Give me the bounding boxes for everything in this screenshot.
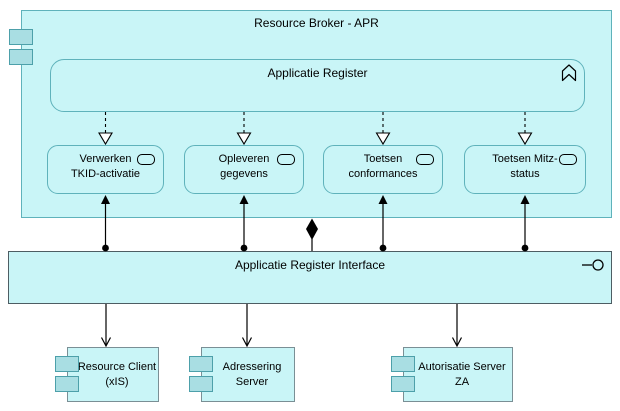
composition-connector[interactable] <box>306 218 318 252</box>
service-verwerken-tkid-activatie[interactable]: Verwerken TKID-activatie <box>47 145 164 194</box>
service-label: Opleveren gegevens <box>218 153 270 180</box>
flow-connector-1[interactable] <box>100 304 112 348</box>
resource-broker-title: Resource Broker - APR <box>254 16 379 30</box>
component-icon-port <box>391 356 415 372</box>
component-label: Autorisatie Server ZA <box>418 360 506 388</box>
assignment-connector-1[interactable] <box>101 195 110 252</box>
component-icon-port <box>55 356 79 372</box>
applicatie-register-box[interactable]: Applicatie Register <box>50 59 585 112</box>
assignment-connector-2[interactable] <box>239 195 249 252</box>
realization-connector-2[interactable] <box>236 112 252 146</box>
component-resource-client[interactable]: Resource Client (xIS) <box>55 347 159 402</box>
component-icon-port <box>189 356 213 372</box>
component-icon-port <box>9 49 33 65</box>
service-label: Verwerken TKID-activatie <box>70 153 141 180</box>
component-adressering-server[interactable]: Adressering Server <box>189 347 295 402</box>
flow-connector-2[interactable] <box>241 304 253 348</box>
component-icon-port <box>55 376 79 392</box>
service-opleveren-gegevens[interactable]: Opleveren gegevens <box>184 145 304 194</box>
application-function-icon <box>561 64 577 82</box>
service-label: Toetsen conformances <box>348 153 418 180</box>
realization-connector-1[interactable] <box>98 112 113 146</box>
component-icon-port <box>189 376 213 392</box>
assignment-connector-4[interactable] <box>520 195 530 252</box>
component-icon-port <box>391 376 415 392</box>
interface-bar-label: Applicatie Register Interface <box>234 258 386 272</box>
application-service-icon <box>416 154 434 165</box>
applicatie-register-label: Applicatie Register <box>267 66 368 80</box>
service-toetsen-conformances[interactable]: Toetsen conformances <box>323 145 443 194</box>
application-service-icon <box>559 154 577 165</box>
component-autorisatie-server[interactable]: Autorisatie Server ZA <box>391 347 513 402</box>
component-label: Resource Client (xIS) <box>77 360 157 388</box>
flow-connector-3[interactable] <box>451 304 463 348</box>
applicatie-register-interface-bar[interactable]: Applicatie Register Interface <box>8 251 612 304</box>
application-service-icon <box>277 154 295 165</box>
service-label: Toetsen Mitz- status <box>492 153 558 180</box>
component-label: Adressering Server <box>222 360 282 388</box>
realization-connector-4[interactable] <box>517 112 533 146</box>
service-toetsen-mitz-status[interactable]: Toetsen Mitz- status <box>464 145 586 194</box>
component-icon-port <box>9 29 33 45</box>
realization-connector-3[interactable] <box>375 112 391 146</box>
application-service-icon <box>137 154 155 165</box>
assignment-connector-3[interactable] <box>378 195 388 252</box>
provided-interface-icon <box>582 259 604 271</box>
